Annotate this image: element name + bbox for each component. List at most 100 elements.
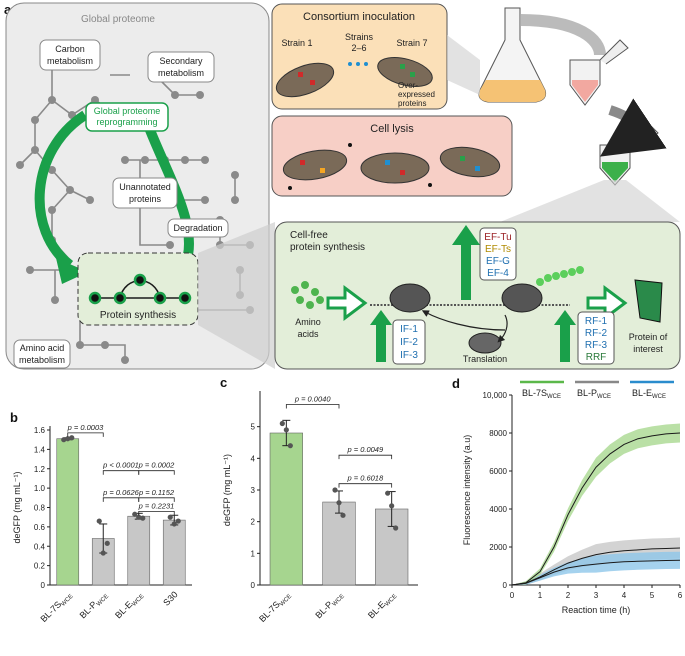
panel-c-category-label: BL-PWCE xyxy=(313,589,346,622)
panel-c-bracket xyxy=(285,404,340,409)
carbon-label-1: Carbon xyxy=(55,44,85,54)
panel-b-pvalue: p = 0.0002 xyxy=(138,461,175,470)
flask-culture xyxy=(479,80,546,102)
protein-synthesis-box xyxy=(77,252,199,326)
panel-b-point xyxy=(65,436,71,442)
release-arrow xyxy=(554,310,576,362)
panel-b-bracket xyxy=(138,470,175,475)
panel-b-ytick-label: 1.4 xyxy=(34,445,46,454)
ef-g: EF-G xyxy=(486,256,510,267)
panel-a-letter: a xyxy=(4,2,12,17)
panel-c-point xyxy=(385,490,391,496)
unannotated-label-1: Unannotated xyxy=(119,182,171,192)
panel-c-bar xyxy=(269,432,303,586)
panel-b-pvalue: p = 0.2231 xyxy=(138,501,175,510)
panel-c-letter: c xyxy=(220,375,227,390)
panel-b-ytick-label: 1.6 xyxy=(34,426,46,435)
panel-b-category-label: BL-7SWCE xyxy=(39,589,75,625)
panel-b-bracket xyxy=(138,497,175,502)
panel-d-xtick-label: 0 xyxy=(510,591,515,600)
panel-c-bracket xyxy=(338,454,393,460)
panel-b-point xyxy=(61,437,67,443)
consortium-title: Consortium inoculation xyxy=(303,11,415,23)
amino-acid-label-2: metabolism xyxy=(19,355,65,365)
translation-label: Translation xyxy=(463,354,507,364)
panel-b-point xyxy=(171,521,177,527)
panel-b-ytick-label: 1.2 xyxy=(34,465,46,474)
product-label-2: interest xyxy=(633,344,663,354)
panel-d-ytick-label: 6000 xyxy=(489,467,507,476)
panel-b-bar xyxy=(162,519,186,586)
reprogramming-label-1: Global proteome xyxy=(94,106,161,116)
ef-4: EF-4 xyxy=(487,268,509,279)
overexpressed-2: expressed xyxy=(398,90,435,99)
panel-c-pvalue: p = 0.0040 xyxy=(294,395,331,404)
lysed-cells xyxy=(282,146,501,184)
panel-c-point xyxy=(336,500,342,506)
cfps-title-2: protein synthesis xyxy=(290,242,365,253)
panel-c-category-label: BL-7SWCE xyxy=(257,589,293,625)
panel-c-ytick-label: 3 xyxy=(251,486,256,495)
initiation-arrow xyxy=(370,310,392,362)
panel-b-category-label: BL-PWCE xyxy=(78,589,111,622)
overexpressed-3: proteins xyxy=(398,99,426,108)
panel-c-point xyxy=(393,525,399,531)
secondary-label-1: Secondary xyxy=(159,56,203,66)
panel-c-pvalue: p = 0.0049 xyxy=(346,445,383,454)
ef-ts: EF-Ts xyxy=(485,244,511,255)
release-factors-box xyxy=(577,311,615,365)
panel-c-ytick-label: 4 xyxy=(251,454,256,463)
panel-b-pvalue: p = 0.1152 xyxy=(138,488,175,497)
panel-b-ytick-label: 1.0 xyxy=(34,484,46,493)
panel-d-series-line xyxy=(511,559,681,586)
panel-b-point xyxy=(96,518,102,524)
initiation-factors-box xyxy=(392,319,426,365)
input-arrow xyxy=(326,285,368,321)
panel-c-point xyxy=(279,420,285,427)
cell-lysis-title: Cell lysis xyxy=(370,123,414,135)
unannotated-node xyxy=(112,177,178,209)
if-1: IF-1 xyxy=(400,324,418,335)
panel-b-ytick-label: 0.6 xyxy=(34,523,46,532)
zoom-wedge xyxy=(198,222,275,369)
panel-d-legend-label: BL-7SWCE xyxy=(522,388,561,400)
product-label-1: Protein of xyxy=(629,332,668,342)
panel-d-ylabel: Fluorescence intensity (a.u) xyxy=(462,435,472,546)
panel-d-xtick-label: 2 xyxy=(566,591,571,600)
degradation-label: Degradation xyxy=(173,223,222,233)
ribosome-free xyxy=(468,332,502,354)
panel-b-ytick-label: 0.2 xyxy=(34,562,46,571)
protein-synthesis-nodes xyxy=(88,273,192,305)
reprogramming-label-2: reprogramming xyxy=(96,117,157,127)
strains-mid-label-1: Strains xyxy=(345,32,374,42)
panel-c-bar xyxy=(322,501,356,586)
panel-d-band xyxy=(512,423,680,585)
unannotated-label-2: proteins xyxy=(129,194,162,204)
reprogramming-arrow-head xyxy=(56,258,88,284)
reprogramming-arrow-left xyxy=(34,110,88,269)
panel-d-xlabel: Reaction time (h) xyxy=(562,605,631,615)
panel-d-xtick-label: 3 xyxy=(594,591,599,600)
carbon-label-2: metabolism xyxy=(47,56,93,66)
panel-b-pvalue: p < 0.0001 xyxy=(102,461,139,470)
secondary-label-2: metabolism xyxy=(158,68,204,78)
strain7-label: Strain 7 xyxy=(396,38,427,48)
panel-c-point xyxy=(389,503,395,509)
overexpressed-1: Over- xyxy=(398,81,418,90)
panel-d-ytick-label: 4000 xyxy=(489,505,507,514)
elongation-arrow xyxy=(452,225,480,300)
panel-d-series-line xyxy=(511,547,681,586)
rrf: RRF xyxy=(586,352,607,363)
panel-b-bracket xyxy=(102,497,140,502)
panel-b-point xyxy=(132,511,138,517)
ef-tu: EF-Tu xyxy=(484,232,511,243)
panel-d-ytick-label: 10,000 xyxy=(483,391,508,400)
panel-c-point xyxy=(283,427,289,433)
panel-c-point xyxy=(332,487,338,493)
reprogramming-arrow-right xyxy=(145,125,194,270)
amino-acids-2: acids xyxy=(297,329,319,339)
panel-c-ytick-label: 2 xyxy=(251,518,256,527)
